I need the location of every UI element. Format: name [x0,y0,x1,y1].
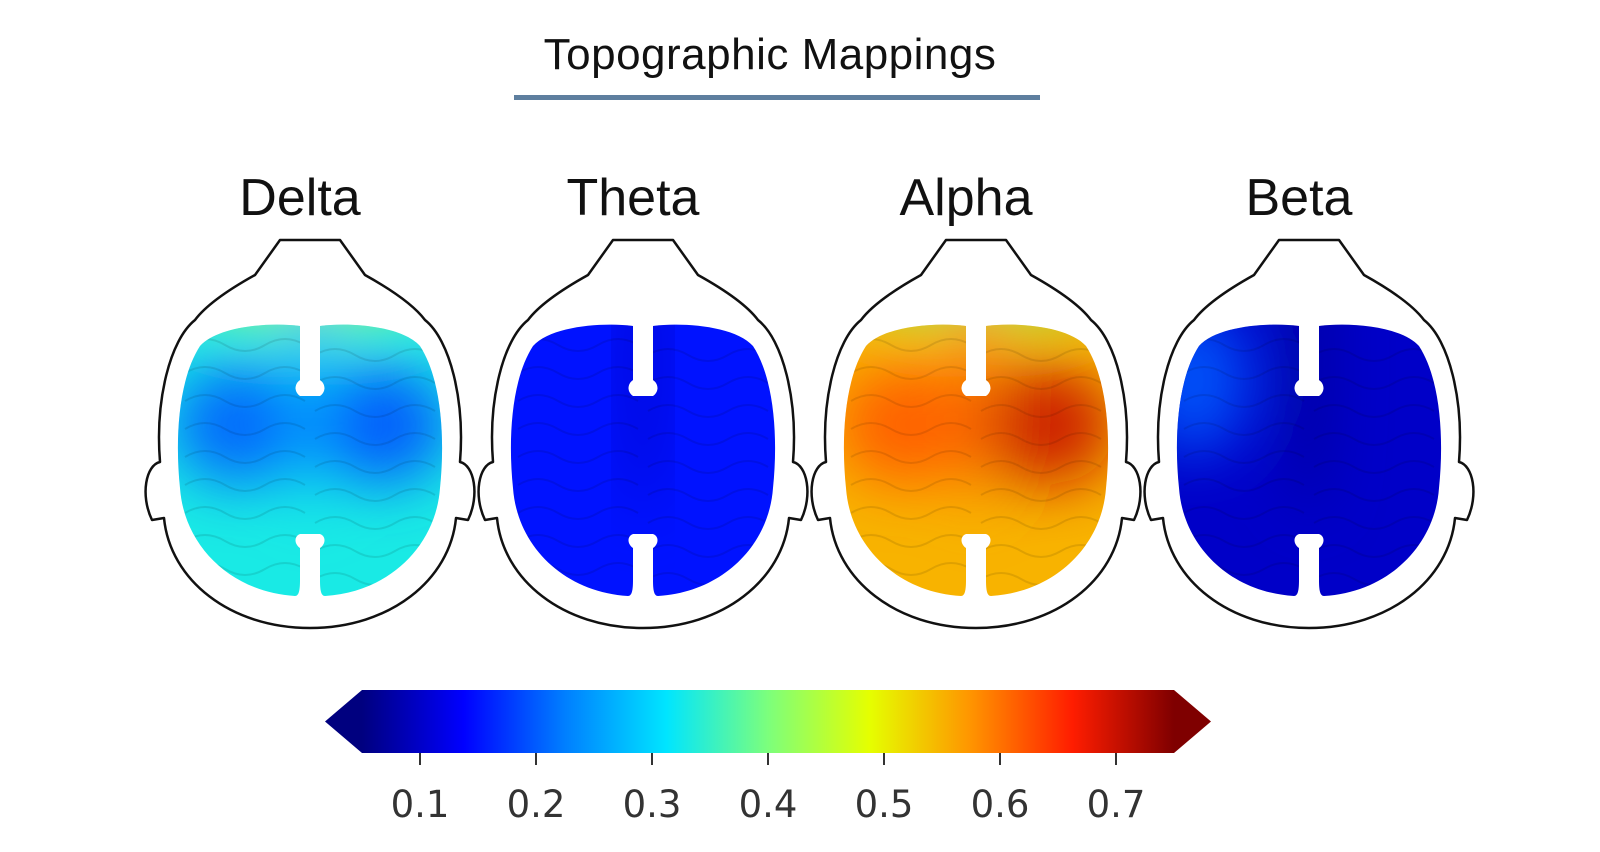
hotspot-right-parietal [976,365,1109,485]
colorbar-tick-label: 0.1 [390,783,450,826]
colorbar-extend-low [325,690,362,753]
colorbar-tick-label: 0.3 [622,783,682,826]
page-title: Topographic Mappings [543,30,997,79]
head-delta [144,238,476,630]
hotspot-left-temporal [1176,324,1249,455]
head-theta [477,238,809,630]
band-label-beta: Beta [1245,169,1353,227]
hotspot-left-parietal [177,365,310,485]
colorbar-tick-label: 0.7 [1086,783,1146,826]
head-beta [1143,238,1475,630]
band-label-alpha: Alpha [899,169,1033,227]
hotspot-left-parietal [843,365,976,485]
colorbar-gradient [362,690,1174,753]
colorbar-tick-label: 0.2 [506,783,566,826]
band-label-delta: Delta [239,169,361,227]
hotspot-right-parietal [310,365,443,485]
band-label-theta: Theta [566,169,700,227]
colorbar-extend-high [1174,690,1211,753]
colorbar-tick-label: 0.4 [738,783,798,826]
head-alpha [810,238,1142,630]
colorbar-tick-label: 0.5 [854,783,914,826]
topomap-panel [144,238,1475,630]
colorbar-tick-label: 0.6 [970,783,1030,826]
title-underline [514,95,1040,100]
